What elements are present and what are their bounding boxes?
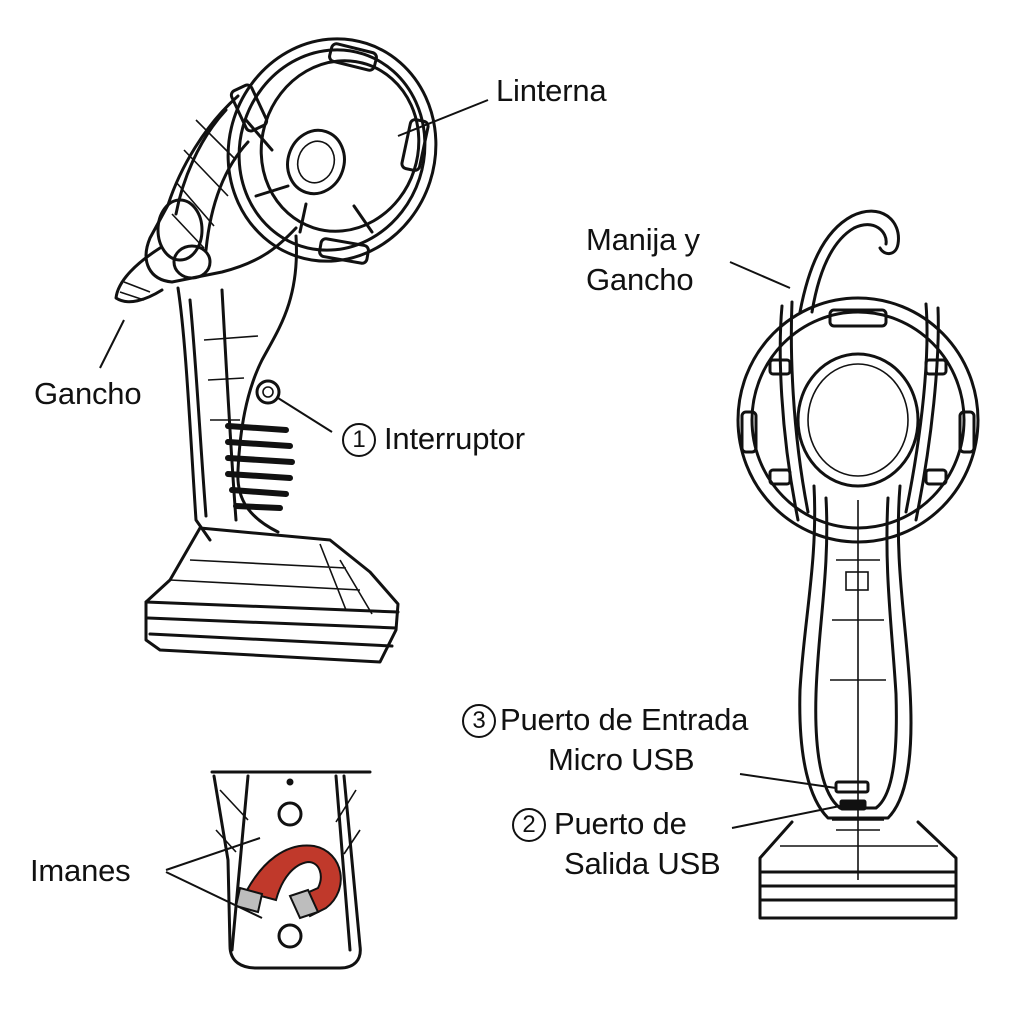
label-interruptor-text: Interruptor [384, 421, 525, 456]
leader-interruptor [277, 397, 333, 433]
front-base [758, 820, 958, 920]
label-imanes-text: Imanes [30, 853, 131, 888]
number-1-badge: 1 [342, 423, 376, 457]
magnet-base-detail [210, 770, 372, 970]
label-manija-line2: Gancho [586, 262, 694, 297]
worklight-front-view [736, 209, 980, 920]
number-3-badge: 3 [462, 704, 496, 738]
label-imanes: Imanes [30, 852, 131, 890]
label-salida-line1: Puerto de [554, 806, 687, 841]
leader-lines [99, 99, 841, 919]
horseshoe-magnet-icon [234, 844, 342, 920]
label-entrada-line2: Micro USB [548, 742, 695, 777]
label-manija: Manija y Gancho [586, 220, 700, 300]
label-linterna-text: Linterna [496, 73, 607, 108]
label-salida-line2: Salida USB [564, 846, 721, 881]
worklight-side-view [114, 37, 438, 664]
leader-gancho [99, 319, 125, 369]
leader-manija [729, 261, 791, 289]
hanging-hook [778, 209, 940, 522]
leader-imanes-1 [165, 837, 261, 871]
leader-entrada [739, 773, 837, 789]
leader-linterna [397, 99, 489, 137]
lamp-head [226, 37, 438, 265]
label-manija-line1: Manija y [586, 222, 700, 257]
lamp-neck [114, 94, 298, 304]
label-gancho: Gancho [34, 375, 142, 413]
label-gancho-text: Gancho [34, 376, 142, 411]
label-linterna: Linterna [496, 72, 607, 110]
lamp-handle [176, 234, 298, 542]
leader-salida [731, 805, 841, 829]
front-body [798, 484, 913, 880]
label-entrada-line1: Puerto de Entrada [500, 702, 749, 737]
lamp-base [144, 526, 400, 664]
number-2-badge: 2 [512, 808, 546, 842]
leader-imanes-2 [165, 871, 263, 919]
